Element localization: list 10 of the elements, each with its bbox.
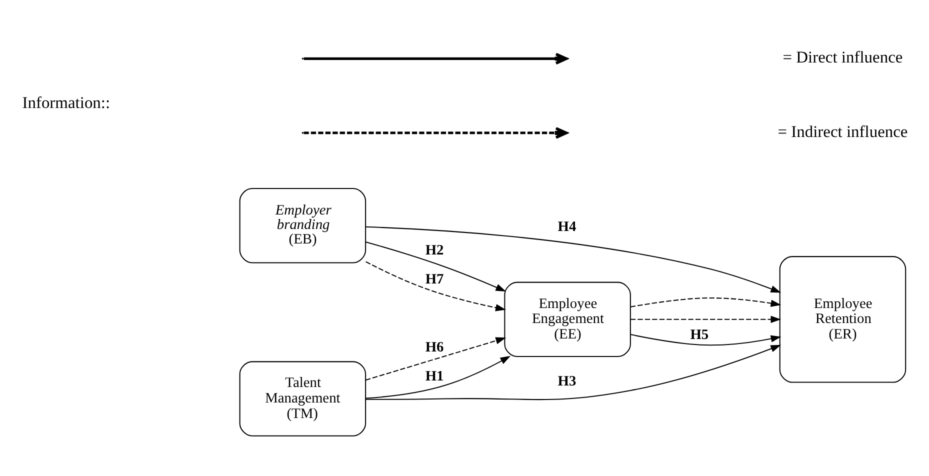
edge-label: H3 (558, 374, 576, 390)
legend-label: = Indirect influence (778, 122, 908, 141)
edge-label: H2 (425, 242, 444, 259)
edge-label: H5 (690, 327, 709, 344)
edge-label: H4 (558, 218, 576, 235)
legend-label: = Direct influence (782, 48, 903, 67)
edge-label: H6 (425, 340, 444, 356)
edge-label: H1 (425, 368, 444, 384)
label: Information:: (22, 92, 110, 112)
edge-label: H7 (425, 272, 444, 288)
